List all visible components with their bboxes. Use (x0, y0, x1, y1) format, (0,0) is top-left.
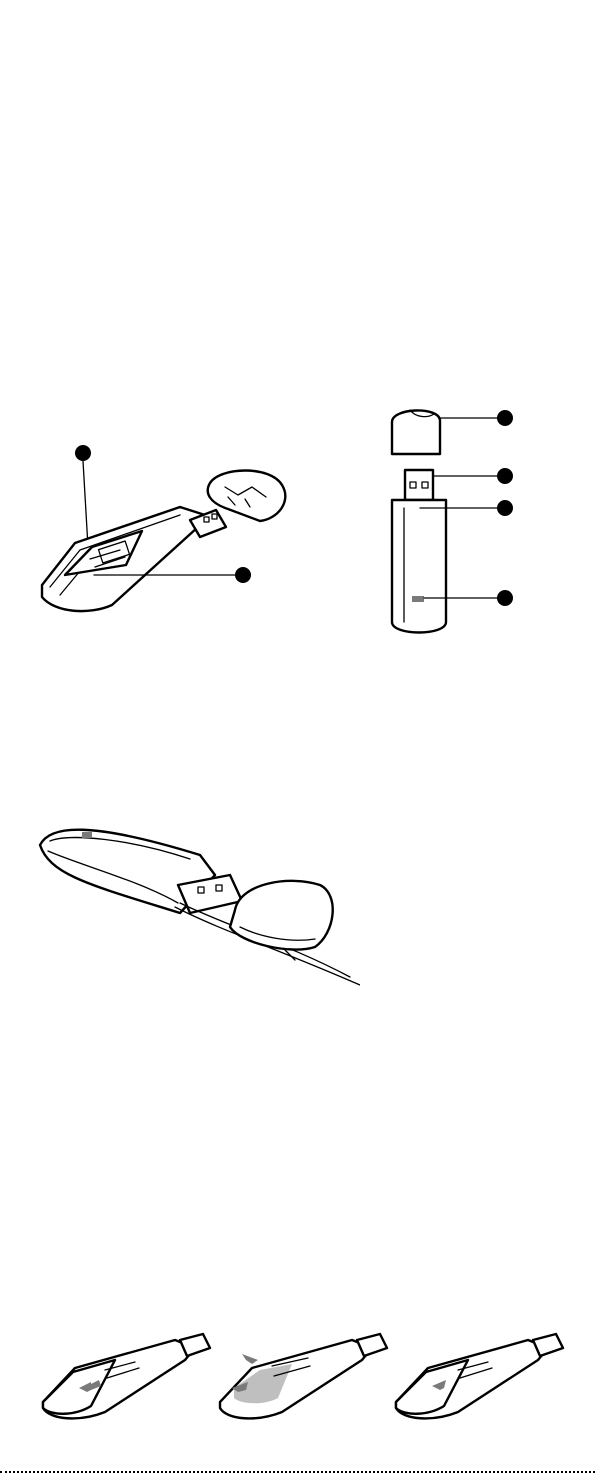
callout-marker-connector (497, 468, 513, 484)
front-cap (392, 410, 440, 454)
callout-leader-top (83, 461, 88, 547)
front-body (392, 500, 446, 633)
callout-marker-cap (497, 410, 513, 426)
modem-strap-illustration (30, 815, 360, 995)
callout-marker-top (75, 445, 91, 461)
sim-step-2-illustration (212, 1330, 392, 1420)
callout-marker-body (497, 500, 513, 516)
indicator-light (412, 596, 424, 602)
page-bottom-rule (0, 1471, 595, 1473)
step-2-arrow-top-icon (242, 1354, 258, 1364)
callout-marker-indicator (497, 590, 513, 606)
sim-step-3-illustration (388, 1330, 568, 1420)
modem-open-illustration (30, 435, 300, 615)
sim-step-1-illustration (35, 1330, 215, 1420)
callout-marker-bottom (235, 567, 251, 583)
front-usb-connector (405, 470, 433, 500)
modem-front-illustration (380, 400, 530, 640)
